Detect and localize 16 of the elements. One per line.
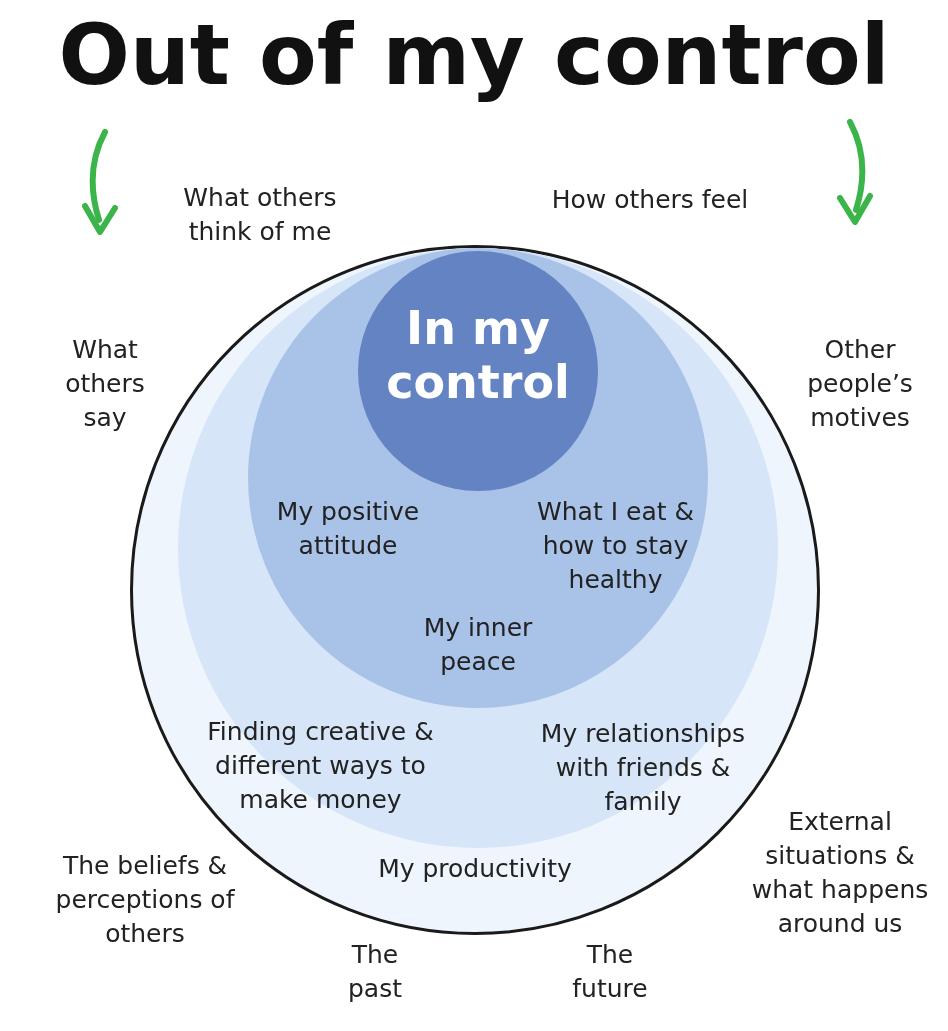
circle-label: What I eat & how to stay healthy [536, 496, 695, 596]
outside-label: The past [347, 939, 403, 1005]
outside-label: The beliefs & perceptions of others [54, 850, 236, 950]
outside-label: How others feel [550, 184, 750, 216]
circle-label: In my control [385, 301, 571, 409]
circle-label: Finding creative & different ways to make money [206, 716, 435, 816]
outside-label: The future [571, 939, 649, 1005]
outside-label: External situations & what happens around us [750, 806, 930, 940]
circle-label: My productivity [377, 853, 573, 885]
outside-label: What others say [64, 334, 146, 434]
title: Out of my control [57, 5, 891, 106]
outside-label: Other people’s motives [806, 334, 914, 434]
circle-label: My inner peace [422, 612, 534, 678]
circle-label: My positive attitude [275, 496, 421, 562]
outside-label: What others think of me [182, 182, 338, 248]
circle-label: My relationships with friends & family [539, 718, 747, 818]
